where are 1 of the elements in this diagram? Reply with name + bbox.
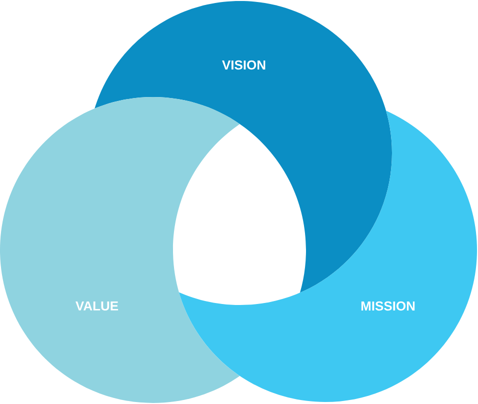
circle-label: VISION [222,60,266,70]
